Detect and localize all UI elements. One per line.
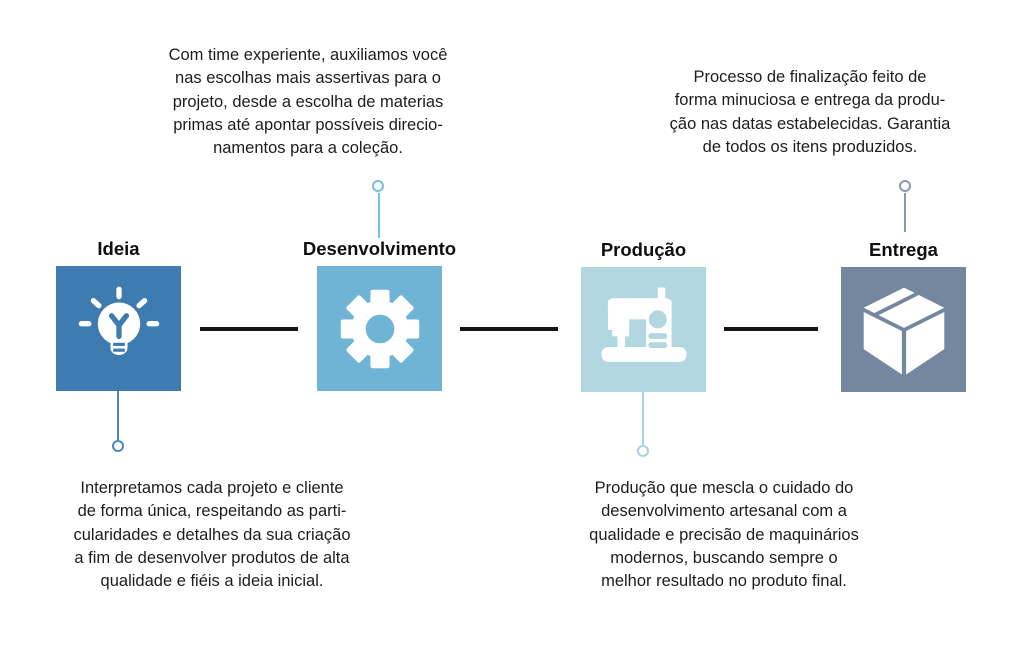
step-label-entrega: Entrega bbox=[869, 239, 938, 260]
package-box-icon bbox=[863, 287, 944, 375]
stem-entrega bbox=[904, 193, 906, 232]
connector-line-2 bbox=[460, 327, 558, 331]
step-description-entrega: Processo de finalização feito de forma m… bbox=[669, 68, 951, 156]
stem-ring-desenvolvimento bbox=[372, 180, 384, 192]
step-description-producao: Produção que mescla o cuidado do desenvo… bbox=[589, 479, 859, 591]
stem-producao bbox=[642, 392, 644, 445]
step-label-desenvolvimento: Desenvolvimento bbox=[302, 238, 457, 259]
step-tile-entrega bbox=[841, 267, 966, 392]
stem-ring-ideia bbox=[112, 440, 124, 452]
stem-ring-entrega bbox=[899, 180, 911, 192]
step-description-ideia: Interpretamos cada projeto e cliente de … bbox=[73, 479, 351, 591]
step-tile-producao bbox=[581, 267, 706, 392]
step-description-desenvolvimento: Com time experiente, auxiliamos você nas… bbox=[168, 46, 448, 158]
connector-line-3 bbox=[724, 327, 818, 331]
step-label-producao: Produção bbox=[600, 239, 687, 260]
gear-icon bbox=[340, 289, 419, 368]
step-tile-desenvolvimento bbox=[317, 266, 442, 391]
stem-ideia bbox=[117, 391, 119, 440]
sewing-machine-icon bbox=[601, 287, 686, 362]
step-label-ideia: Ideia bbox=[97, 238, 140, 259]
stem-desenvolvimento bbox=[378, 193, 380, 238]
lightbulb-icon bbox=[78, 286, 159, 355]
connector-line-1 bbox=[200, 327, 298, 331]
step-tile-ideia bbox=[56, 266, 181, 391]
stem-ring-producao bbox=[637, 445, 649, 457]
